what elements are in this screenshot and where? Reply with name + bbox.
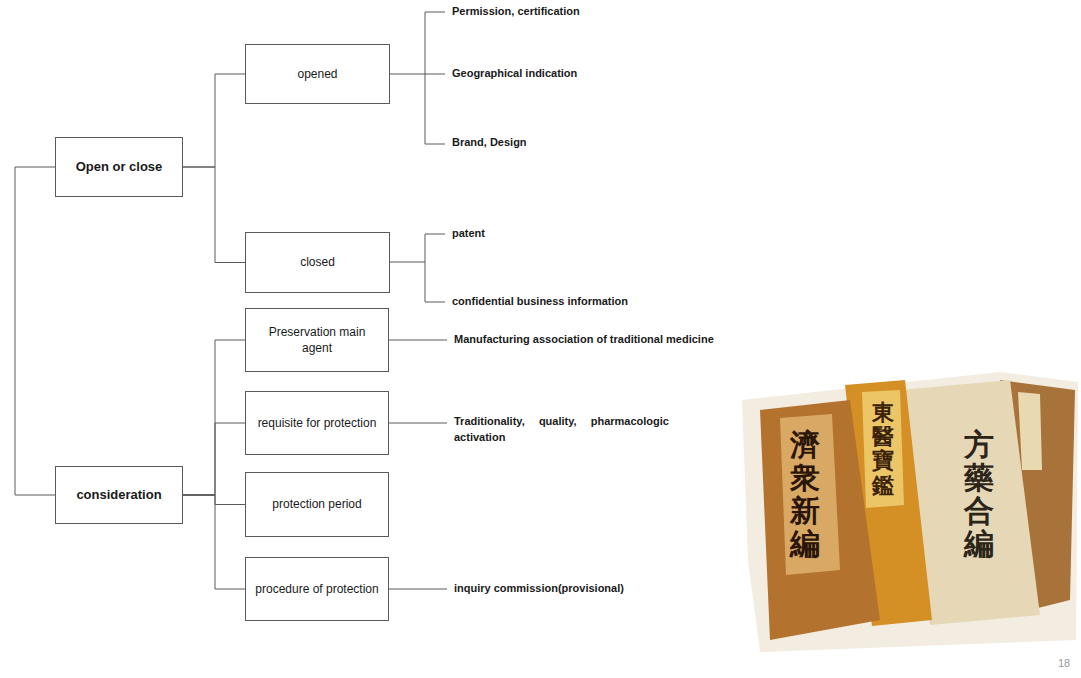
book-label-patch — [780, 414, 840, 575]
branch-note: confidential business information — [452, 294, 628, 310]
process-box: procedure of protection — [245, 557, 389, 621]
tree-connector — [183, 340, 245, 495]
books-picture — [742, 372, 1078, 652]
box-label: procedure of protection — [255, 581, 378, 597]
box-label: Preservation main agent — [254, 324, 380, 356]
torn-paper — [742, 372, 1078, 652]
leader-line — [389, 340, 447, 341]
branch-note: Geographical indication — [452, 66, 577, 82]
branch-note: Permission, certification — [452, 4, 580, 20]
tree-connector — [183, 495, 245, 589]
process-box: protection period — [245, 472, 389, 537]
process-box: requisite for protection — [245, 391, 389, 455]
branch-note: patent — [452, 226, 485, 242]
leader-line — [390, 234, 445, 302]
tree-connector — [15, 167, 55, 495]
page-number: 18 — [1058, 656, 1070, 672]
book-cover — [760, 400, 880, 640]
branch-note: Manufacturing association of traditional… — [454, 332, 714, 348]
book-title: 方藥合編 — [964, 428, 994, 560]
tree-connector — [183, 74, 245, 167]
leader-lines — [389, 12, 447, 589]
box-label: consideration — [76, 486, 161, 504]
tree-connector — [183, 495, 245, 505]
branch-note: Traditionality, quality, pharmacologic a… — [454, 414, 669, 446]
branch-note: Brand, Design — [452, 135, 527, 151]
book-title: 東醫寶鑑 — [872, 400, 894, 497]
leader-line — [389, 589, 447, 590]
tree-connector — [183, 423, 245, 495]
process-box: Preservation main agent — [245, 308, 389, 372]
book-title: 濟衆新編 — [790, 428, 820, 560]
process-box: closed — [245, 232, 390, 293]
book-label-patch — [862, 390, 904, 508]
process-box: opened — [245, 44, 390, 104]
leader-line — [389, 423, 447, 424]
box-label: Open or close — [76, 158, 163, 176]
box-label: closed — [300, 254, 335, 270]
process-box: consideration — [55, 466, 183, 524]
book-label-patch — [1018, 392, 1042, 470]
box-label: opened — [297, 66, 337, 82]
leader-line — [390, 12, 445, 144]
process-box: Open or close — [55, 137, 183, 197]
branch-note: inquiry commission(provisional) — [454, 581, 624, 597]
box-label: protection period — [272, 496, 361, 512]
tree-connector — [183, 167, 245, 263]
box-label: requisite for protection — [258, 415, 377, 431]
